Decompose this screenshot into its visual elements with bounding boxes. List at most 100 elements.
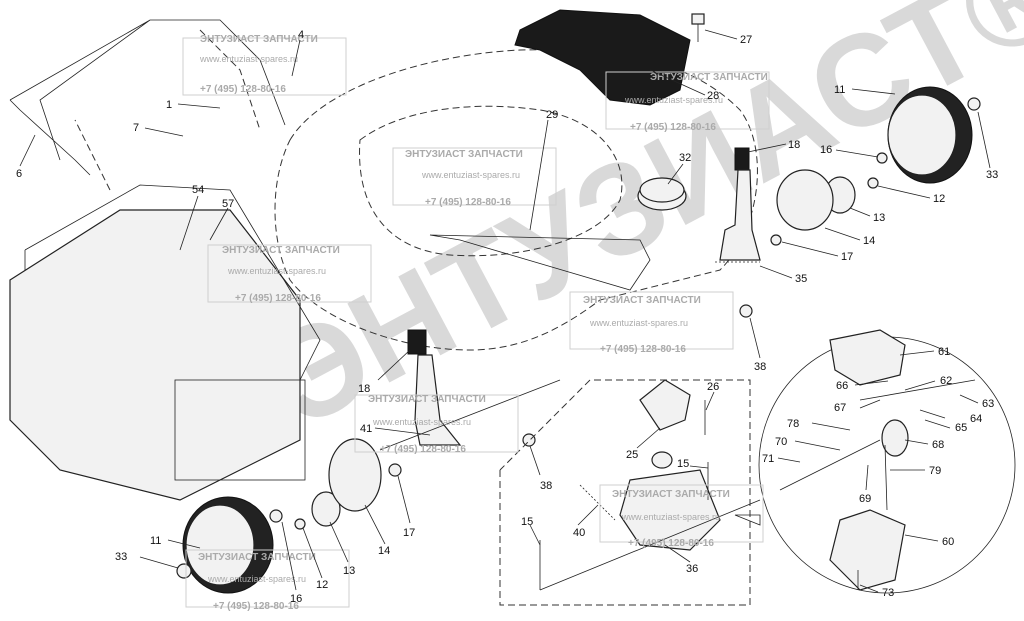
leader <box>291 39 301 77</box>
watermark-company: ЭНТУЗИАСТ ЗАПЧАСТИ <box>200 34 318 45</box>
watermark-block-3: ЭНТУЗИАСТ ЗАПЧАСТИ www.entuziast-spares.… <box>605 71 770 133</box>
callout-33-bottom: 33 <box>115 551 127 563</box>
callout-66: 66 <box>836 380 848 392</box>
leader <box>877 185 931 199</box>
callout-78: 78 <box>787 418 799 430</box>
nut-33-bottom <box>176 563 192 579</box>
watermark-site: www.entuziast-spares.ru <box>621 512 720 522</box>
watermark-site: www.entuziast-spares.ru <box>372 417 471 427</box>
callout-28: 28 <box>707 90 719 102</box>
drive-shaft <box>539 499 761 591</box>
watermark-site: www.entuziast-spares.ru <box>421 170 520 180</box>
washer-16-top <box>876 152 888 164</box>
handle-bar <box>9 19 286 176</box>
watermark-box <box>599 484 764 543</box>
leader <box>859 584 879 593</box>
watermark-company: ЭНТУЗИАСТ ЗАПЧАСТИ <box>650 72 768 83</box>
watermark-block-6: ЭНТУЗИАСТ ЗАПЧАСТИ www.entuziast-spares.… <box>354 394 519 455</box>
leader <box>636 427 661 449</box>
leader <box>959 394 979 404</box>
callout-54: 54 <box>192 184 204 196</box>
leader <box>529 445 541 476</box>
height-adjuster-top <box>719 169 761 261</box>
nut-38-top <box>739 304 753 318</box>
callout-63: 63 <box>982 398 994 410</box>
nut-38-bottom <box>522 433 536 447</box>
callout-labels: 1 4 6 7 54 57 29 28 27 32 11 33 16 18 12… <box>16 29 998 605</box>
callout-12-top: 12 <box>933 193 945 205</box>
adjuster-knob-bottom <box>407 329 427 355</box>
leader <box>144 127 184 137</box>
callout-18-bottom: 18 <box>358 383 370 395</box>
callout-13-top: 13 <box>873 212 885 224</box>
callout-70: 70 <box>775 436 787 448</box>
leader <box>302 527 323 579</box>
callout-62: 62 <box>940 375 952 387</box>
leader <box>749 317 761 359</box>
grass-bag-chute <box>174 379 306 481</box>
leader <box>209 207 229 241</box>
watermark-box <box>185 549 350 608</box>
watermark-phone: +7 (495) 128-80-16 <box>628 538 714 549</box>
watermark-site: www.entuziast-spares.ru <box>227 266 326 276</box>
leader <box>667 163 684 185</box>
callout-18-top: 18 <box>788 139 800 151</box>
leader <box>139 556 179 569</box>
watermark-block-2: ЭНТУЗИАСТ ЗАПЧАСТИ www.entuziast-spares.… <box>392 147 557 208</box>
leader <box>664 544 691 563</box>
leader <box>529 119 549 231</box>
watermark-box <box>182 37 347 96</box>
watermark-company: ЭНТУЗИАСТ ЗАПЧАСТИ <box>222 245 340 256</box>
height-adjuster-bottom <box>414 354 462 446</box>
callout-36: 36 <box>686 563 698 575</box>
callout-1: 1 <box>166 99 172 111</box>
watermark-site: www.entuziast-spares.ru <box>624 95 723 105</box>
leader <box>777 457 801 463</box>
callout-4: 4 <box>298 29 304 41</box>
callout-11-top: 11 <box>834 84 845 96</box>
grass-bag-frame <box>24 184 321 381</box>
washer-17-top <box>770 234 782 246</box>
callout-35: 35 <box>795 273 807 285</box>
leader <box>924 419 951 429</box>
washer-12-bottom <box>294 518 306 530</box>
pin-79 <box>884 444 888 511</box>
callout-79: 79 <box>929 465 941 477</box>
leader <box>577 504 599 526</box>
bolt-27 <box>691 13 705 25</box>
watermark-company: ЭНТУЗИАСТ ЗАПЧАСТИ <box>368 394 486 405</box>
callout-68: 68 <box>932 439 944 451</box>
callout-71: 71 <box>762 453 774 465</box>
leader <box>977 111 991 169</box>
wheel-right-top-hub <box>887 94 957 176</box>
leader <box>329 521 349 563</box>
callout-16-bottom: 16 <box>290 593 302 605</box>
callout-67: 67 <box>834 402 846 414</box>
watermark-block-4: ЭНТУЗИАСТ ЗАПЧАСТИ www.entuziast-spares.… <box>207 244 372 304</box>
leader <box>859 399 881 409</box>
leader <box>374 427 431 436</box>
discharge-cover <box>514 9 691 106</box>
callout-25: 25 <box>626 449 638 461</box>
gear-68 <box>881 419 909 457</box>
washer-16-bottom <box>269 509 283 523</box>
watermark-block-5: ЭНТУЗИАСТ ЗАПЧАСТИ www.entuziast-spares.… <box>569 291 734 355</box>
callout-65: 65 <box>955 422 967 434</box>
leader <box>781 241 839 257</box>
watermark-block-8: ЭНТУЗИАСТ ЗАПЧАСТИ www.entuziast-spares.… <box>185 549 350 612</box>
drive-belt <box>429 234 651 291</box>
watermark-phone: +7 (495) 128-80-16 <box>425 197 511 208</box>
leader <box>851 88 896 95</box>
leader <box>854 380 889 386</box>
leader <box>747 143 787 153</box>
callout-17-top: 17 <box>841 251 853 263</box>
transmission-input <box>651 451 673 469</box>
watermark-box <box>605 71 770 130</box>
watermark-company: ЭНТУЗИАСТ ЗАПЧАСТИ <box>612 489 730 500</box>
spring-40 <box>579 484 616 521</box>
watermark-phone: +7 (495) 128-80-16 <box>235 293 321 304</box>
callout-13-bottom: 13 <box>343 565 355 577</box>
watermark-company: ЭНТУЗИАСТ ЗАПЧАСТИ <box>583 295 701 306</box>
zoom-connector <box>734 514 761 526</box>
